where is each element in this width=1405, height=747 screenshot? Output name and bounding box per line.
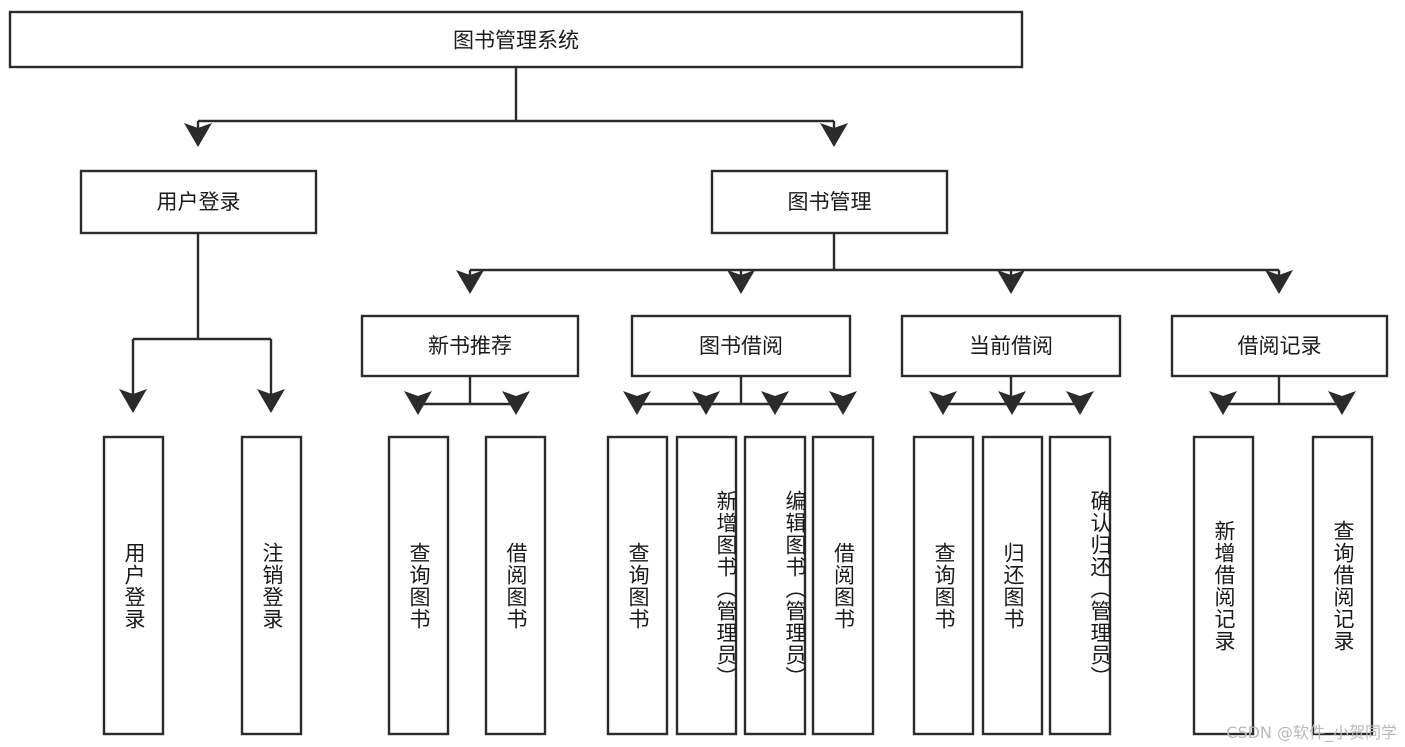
node-new-book-recommend-box[interactable] (360, 314, 580, 378)
node-book-borrow-box[interactable] (630, 314, 852, 378)
node-current-borrow-label: 当前借阅 (969, 334, 1053, 358)
leaf-box-logout[interactable] (240, 435, 303, 736)
node-current-borrow-box[interactable] (900, 314, 1122, 378)
connector-group-borrow-record (1209, 376, 1356, 415)
node-root-system-box[interactable] (8, 10, 1024, 69)
leaf-box-nbr-borrow-book[interactable] (484, 435, 547, 736)
connector-group-book-borrow (623, 376, 857, 415)
node-book-manage-box[interactable] (710, 169, 949, 235)
node-book-borrow-label: 图书借阅 (699, 334, 783, 358)
node-user-login[interactable]: 用户登录 (79, 169, 318, 235)
connector-group-new-book-rec (404, 376, 530, 415)
node-book-manage-label: 图书管理 (788, 190, 872, 214)
node-root-system-label: 图书管理系统 (453, 29, 579, 53)
node-user-login-label: 用户登录 (157, 190, 241, 214)
node-new-book-recommend-label: 新书推荐 (428, 334, 512, 358)
node-borrow-record-box[interactable] (1170, 314, 1389, 378)
node-book-borrow[interactable]: 图书借阅 (630, 314, 852, 378)
leaf-box-bb-query-book[interactable] (606, 435, 669, 736)
node-borrow-record[interactable]: 借阅记录 (1170, 314, 1389, 378)
leaf-box-br-query-record[interactable] (1311, 435, 1374, 736)
leaf-box-user-login[interactable] (102, 435, 165, 736)
leaf-box-bb-borrow-book[interactable] (811, 435, 875, 736)
node-user-login-box[interactable] (79, 169, 318, 235)
leaf-box-bb-add-book[interactable] (675, 435, 738, 736)
leaf-box-group (102, 435, 1374, 736)
connector-group-book-manage (456, 233, 1293, 294)
connector-group-current-borrow (929, 376, 1094, 415)
node-new-book-recommend[interactable]: 新书推荐 (360, 314, 580, 378)
leaf-box-bb-edit-book[interactable] (743, 435, 807, 736)
connector-group-user-login (119, 233, 285, 413)
node-current-borrow[interactable]: 当前借阅 (900, 314, 1122, 378)
leaf-box-cb-confirm-return[interactable] (1048, 435, 1112, 736)
node-root-system[interactable]: 图书管理系统 (8, 10, 1024, 69)
csdn-watermark: CSDN @软件_小贺同学 (1226, 723, 1397, 742)
leaf-box-br-add-record[interactable] (1192, 435, 1255, 736)
leaf-box-cb-return-book[interactable] (981, 435, 1044, 736)
node-borrow-record-label: 借阅记录 (1238, 334, 1322, 358)
leaf-box-cb-query-book[interactable] (912, 435, 975, 736)
connector-group-root (184, 67, 848, 147)
node-book-manage[interactable]: 图书管理 (710, 169, 949, 235)
leaf-box-nbr-query-book[interactable] (387, 435, 450, 736)
